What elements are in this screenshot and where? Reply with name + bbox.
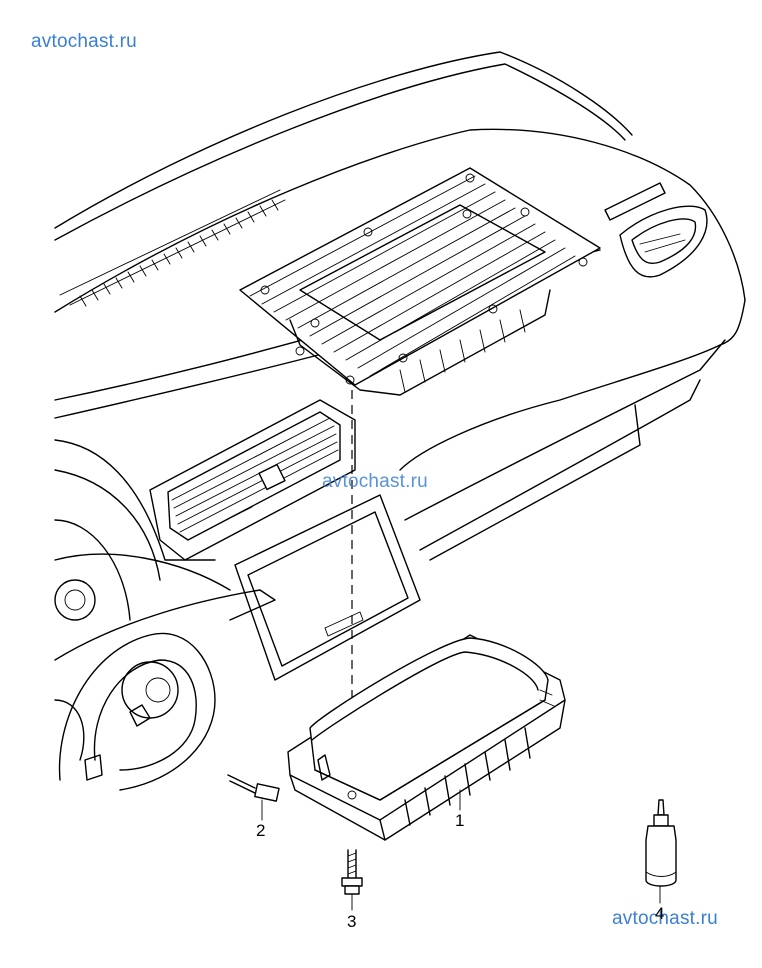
- callout-connector: 2: [256, 821, 266, 840]
- connector-part: [227, 774, 280, 802]
- steering-wheel: [54, 632, 216, 791]
- adhesive-bottle: [645, 799, 677, 887]
- callout-leaders: [261, 789, 661, 911]
- center-air-vents: [149, 399, 356, 561]
- watermark-middle: avtochast.ru: [322, 471, 428, 492]
- center-display: [234, 494, 421, 681]
- airbag-module: [287, 634, 566, 841]
- callout-airbag-unit: 1: [455, 811, 465, 830]
- instrument-cluster: [54, 439, 276, 661]
- windshield-edge: [54, 51, 633, 241]
- defrost-vent: [59, 189, 286, 307]
- glove-box: [404, 339, 726, 561]
- side-air-vent: [604, 182, 708, 278]
- callout-adhesive: 4: [655, 904, 665, 923]
- callout-bolt: 3: [347, 912, 357, 931]
- bolt-part: [341, 849, 363, 895]
- watermark-top: avtochast.ru: [31, 31, 137, 52]
- watermark-bottom: avtochast.ru: [612, 908, 718, 929]
- dashboard-airbag-lid: [239, 167, 601, 396]
